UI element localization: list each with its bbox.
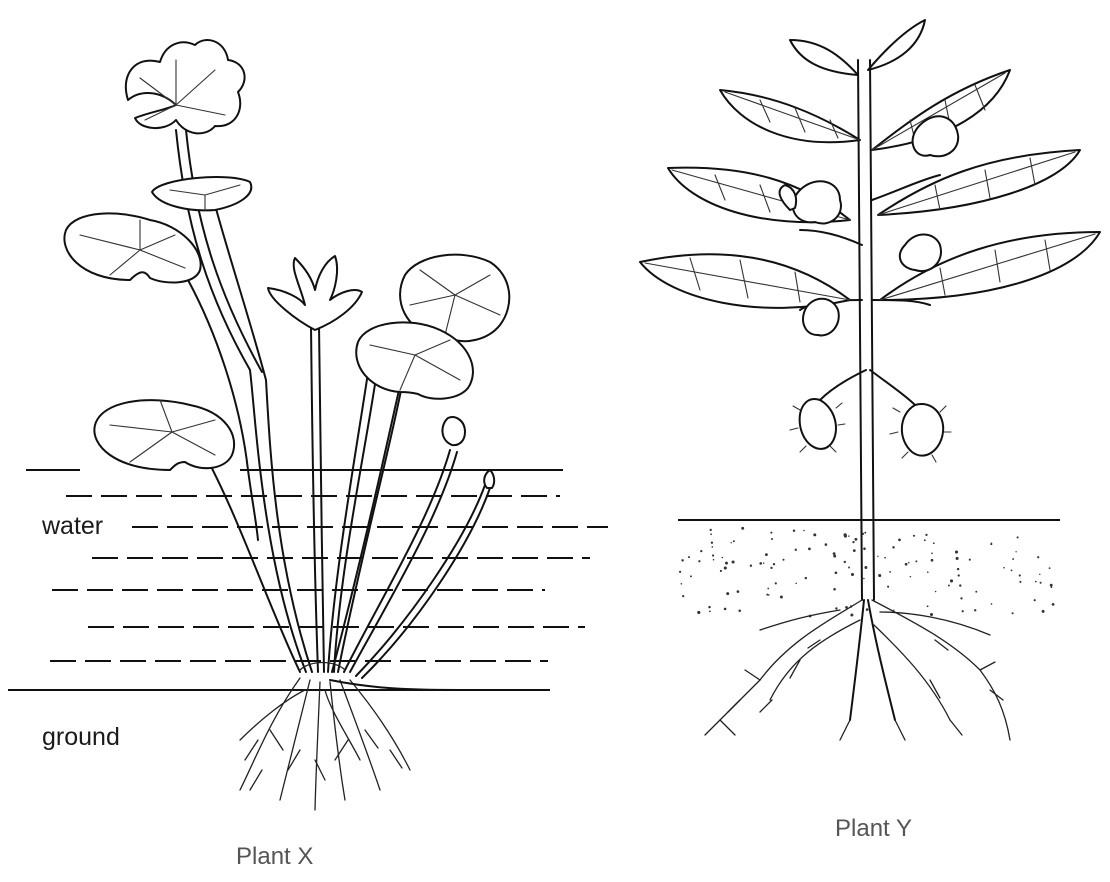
plant-x-caption: Plant X: [236, 843, 313, 871]
plant-y-roots: [705, 600, 1010, 740]
plant-y-illustration: [640, 20, 1100, 740]
plant-y-caption: Plant Y: [835, 815, 912, 843]
plant-x-roots: [240, 663, 470, 811]
plant-x-illustration: [8, 40, 608, 810]
plant-x-flower: [126, 40, 245, 133]
ground-label: ground: [42, 723, 120, 752]
plant-y-fruits: [790, 399, 951, 462]
water-label: water: [42, 512, 103, 541]
plant-x-stems: [176, 130, 490, 678]
soil-texture: [679, 527, 1054, 618]
